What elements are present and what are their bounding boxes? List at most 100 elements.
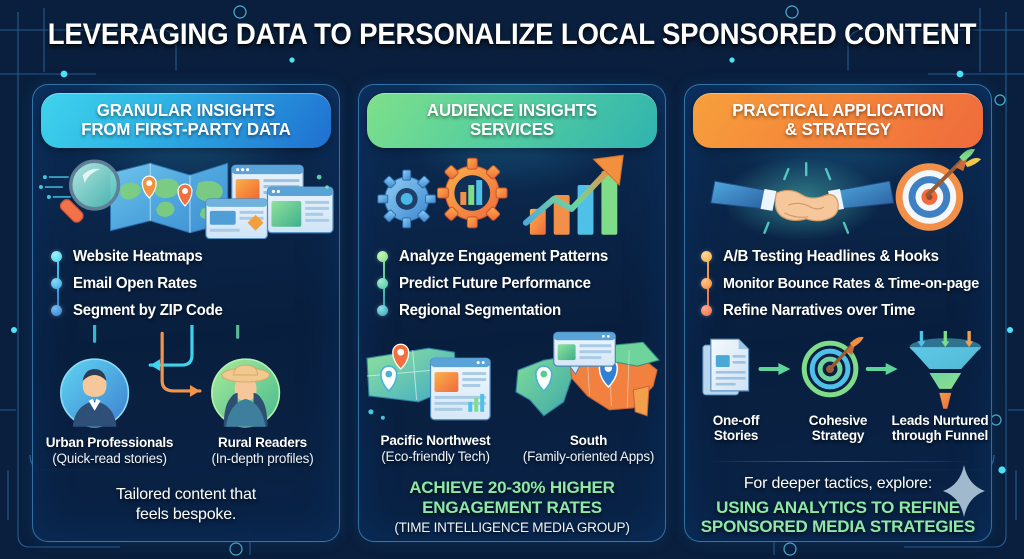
panel-footer-engagement-rates: ACHIEVE 20-30% HIGHER ENGAGEMENT RATES (… (359, 478, 665, 537)
footer-divider (707, 461, 971, 462)
bullet-dot (701, 251, 712, 262)
panel-header-line2: FROM FIRST-PARTY DATA (81, 118, 291, 139)
hero-art-first-party-data (38, 159, 334, 239)
panel-header-practical-application: PRACTICAL APPLICATION & STRATEGY (693, 93, 983, 148)
hero-art-analytics (377, 154, 624, 235)
footer-line: ENGAGEMENT RATES (422, 497, 602, 517)
gear-icon (377, 169, 436, 229)
strategy-flow-art (702, 331, 982, 409)
hero-art-partnership-target (710, 148, 982, 239)
bullet-label: Segment by ZIP Code (73, 301, 223, 319)
audience-segment-art (60, 325, 281, 428)
caption-row-regions: Pacific Northwest (Eco-friendly Tech) So… (359, 433, 665, 464)
handshake-icon (710, 180, 895, 222)
flow-caption-leads-nurtured: Leads Nurtured through Funnel (889, 413, 991, 443)
browser-window-icon (553, 331, 616, 375)
footer-attribution: (TIME INTELLIGENCE MEDIA GROUP) (394, 520, 630, 536)
caption-pacific-northwest: Pacific Northwest (Eco-friendly Tech) (359, 433, 512, 464)
caption-title: through Funnel (891, 428, 989, 443)
panel-header-granular-insights: GRANULAR INSIGHTS FROM FIRST-PARTY DATA (41, 93, 331, 148)
list-item: Segment by ZIP Code (49, 297, 339, 324)
bullet-label: Regional Segmentation (399, 301, 561, 319)
caption-title: One-off (712, 413, 760, 428)
caption-title: Rural Readers (218, 435, 307, 450)
caption-south: South (Family-oriented Apps) (512, 433, 665, 464)
bullet-dot (701, 305, 712, 316)
panel-practical-application-strategy: PRACTICAL APPLICATION & STRATEGY (684, 84, 992, 542)
regional-maps-art (366, 331, 660, 421)
panel-footer-deeper-tactics: For deeper tactics, explore: USING ANALY… (685, 474, 991, 537)
bullet-dot (377, 251, 388, 262)
documents-icon (702, 338, 750, 396)
bullet-dot (51, 278, 62, 289)
caption-title: Stories (713, 428, 759, 443)
bullet-dot (51, 305, 62, 316)
browser-window-icon (429, 357, 491, 421)
list-item: Predict Future Performance (375, 270, 665, 297)
bullet-dot (377, 305, 388, 316)
bullet-label: Predict Future Performance (399, 274, 591, 292)
list-item: Analyze Engagement Patterns (375, 243, 665, 270)
caption-row-audiences: Urban Professionals (Quick-read stories)… (33, 435, 339, 466)
panel-granular-insights: GRANULAR INSIGHTS FROM FIRST-PARTY DATA (32, 84, 340, 542)
panel-footer-tailored-content: Tailored content that feels bespoke. (33, 485, 339, 524)
bullet-label: Email Open Rates (73, 274, 197, 292)
caption-subtitle: (Eco-friendly Tech) (381, 449, 490, 464)
caption-title: Strategy (811, 428, 865, 443)
panel-header-line2: & STRATEGY (784, 118, 892, 139)
list-item: Refine Narratives over Time (699, 297, 989, 324)
bullet-label: Refine Narratives over Time (723, 301, 916, 319)
footer-link-line[interactable]: SPONSORED MEDIA STRATEGIES (700, 517, 976, 537)
bullet-dot (51, 251, 62, 262)
panel-header-line1: PRACTICAL APPLICATION (732, 100, 944, 120)
target-arrow-icon (895, 148, 982, 231)
growth-arrow-chart-icon (522, 154, 624, 235)
bullet-dot (377, 278, 388, 289)
bullet-label: A/B Testing Headlines & Hooks (723, 247, 939, 265)
caption-title: Cohesive (808, 413, 868, 428)
caption-subtitle: (Quick-read stories) (52, 451, 167, 466)
map-pin-icon (141, 175, 193, 207)
caption-subtitle: (Family-oriented Apps) (522, 449, 655, 464)
bar-chart-icon (460, 180, 483, 205)
list-item: Website Heatmaps (49, 243, 339, 270)
caption-rural-readers: Rural Readers (In-depth profiles) (186, 435, 339, 466)
browser-window-icon (266, 186, 334, 234)
map-pin-icon (380, 343, 410, 393)
funnel-icon (909, 331, 982, 409)
caption-urban-professionals: Urban Professionals (Quick-read stories) (33, 435, 186, 466)
caption-title: Pacific Northwest (380, 433, 491, 448)
footer-line: Tailored content that (116, 486, 256, 503)
panel-header-line1: AUDIENCE INSIGHTS (426, 100, 598, 120)
list-item: Regional Segmentation (375, 297, 665, 324)
caption-title: South (569, 433, 608, 448)
caption-subtitle: (In-depth profiles) (211, 451, 314, 466)
flow-caption-one-off-stories: One-off Stories (685, 413, 787, 443)
bullet-list-audience-services: Analyze Engagement Patterns Predict Futu… (375, 243, 665, 324)
bullet-list-first-party: Website Heatmaps Email Open Rates Segmen… (49, 243, 339, 324)
panel-header-line2: SERVICES (470, 118, 554, 139)
list-item: Email Open Rates (49, 270, 339, 297)
panel-audience-insights-services: AUDIENCE INSIGHTS SERVICES (358, 84, 666, 542)
magnifier-icon (59, 159, 121, 223)
gear-bar-chart-icon (436, 157, 508, 229)
list-item: Monitor Bounce Rates & Time-on-page (699, 270, 989, 297)
caption-title: Leads Nurtured (891, 413, 989, 428)
list-item: A/B Testing Headlines & Hooks (699, 243, 989, 270)
bullet-list-practical-application: A/B Testing Headlines & Hooks Monitor Bo… (699, 243, 989, 324)
bullet-label: Website Heatmaps (73, 247, 203, 265)
flow-caption-row: One-off Stories Cohesive Strategy Leads … (685, 413, 991, 443)
footer-link-line[interactable]: USING ANALYTICS TO REFINE (716, 497, 960, 517)
world-map-icon (109, 162, 229, 234)
caption-title: Urban Professionals (45, 435, 174, 450)
bullet-label: Analyze Engagement Patterns (399, 247, 609, 265)
browser-window-icon (205, 198, 269, 239)
footer-line: feels bespoke. (135, 505, 237, 523)
businessman-avatar-icon (60, 358, 130, 428)
target-arrow-icon (801, 336, 864, 398)
bullet-dot (701, 278, 712, 289)
bullet-label: Monitor Bounce Rates & Time-on-page (723, 275, 980, 292)
panel-header-audience-insights: AUDIENCE INSIGHTS SERVICES (367, 93, 657, 148)
page-title: LEVERAGING DATA TO PERSONALIZE LOCAL SPO… (47, 18, 977, 51)
flow-caption-cohesive-strategy: Cohesive Strategy (787, 413, 889, 443)
